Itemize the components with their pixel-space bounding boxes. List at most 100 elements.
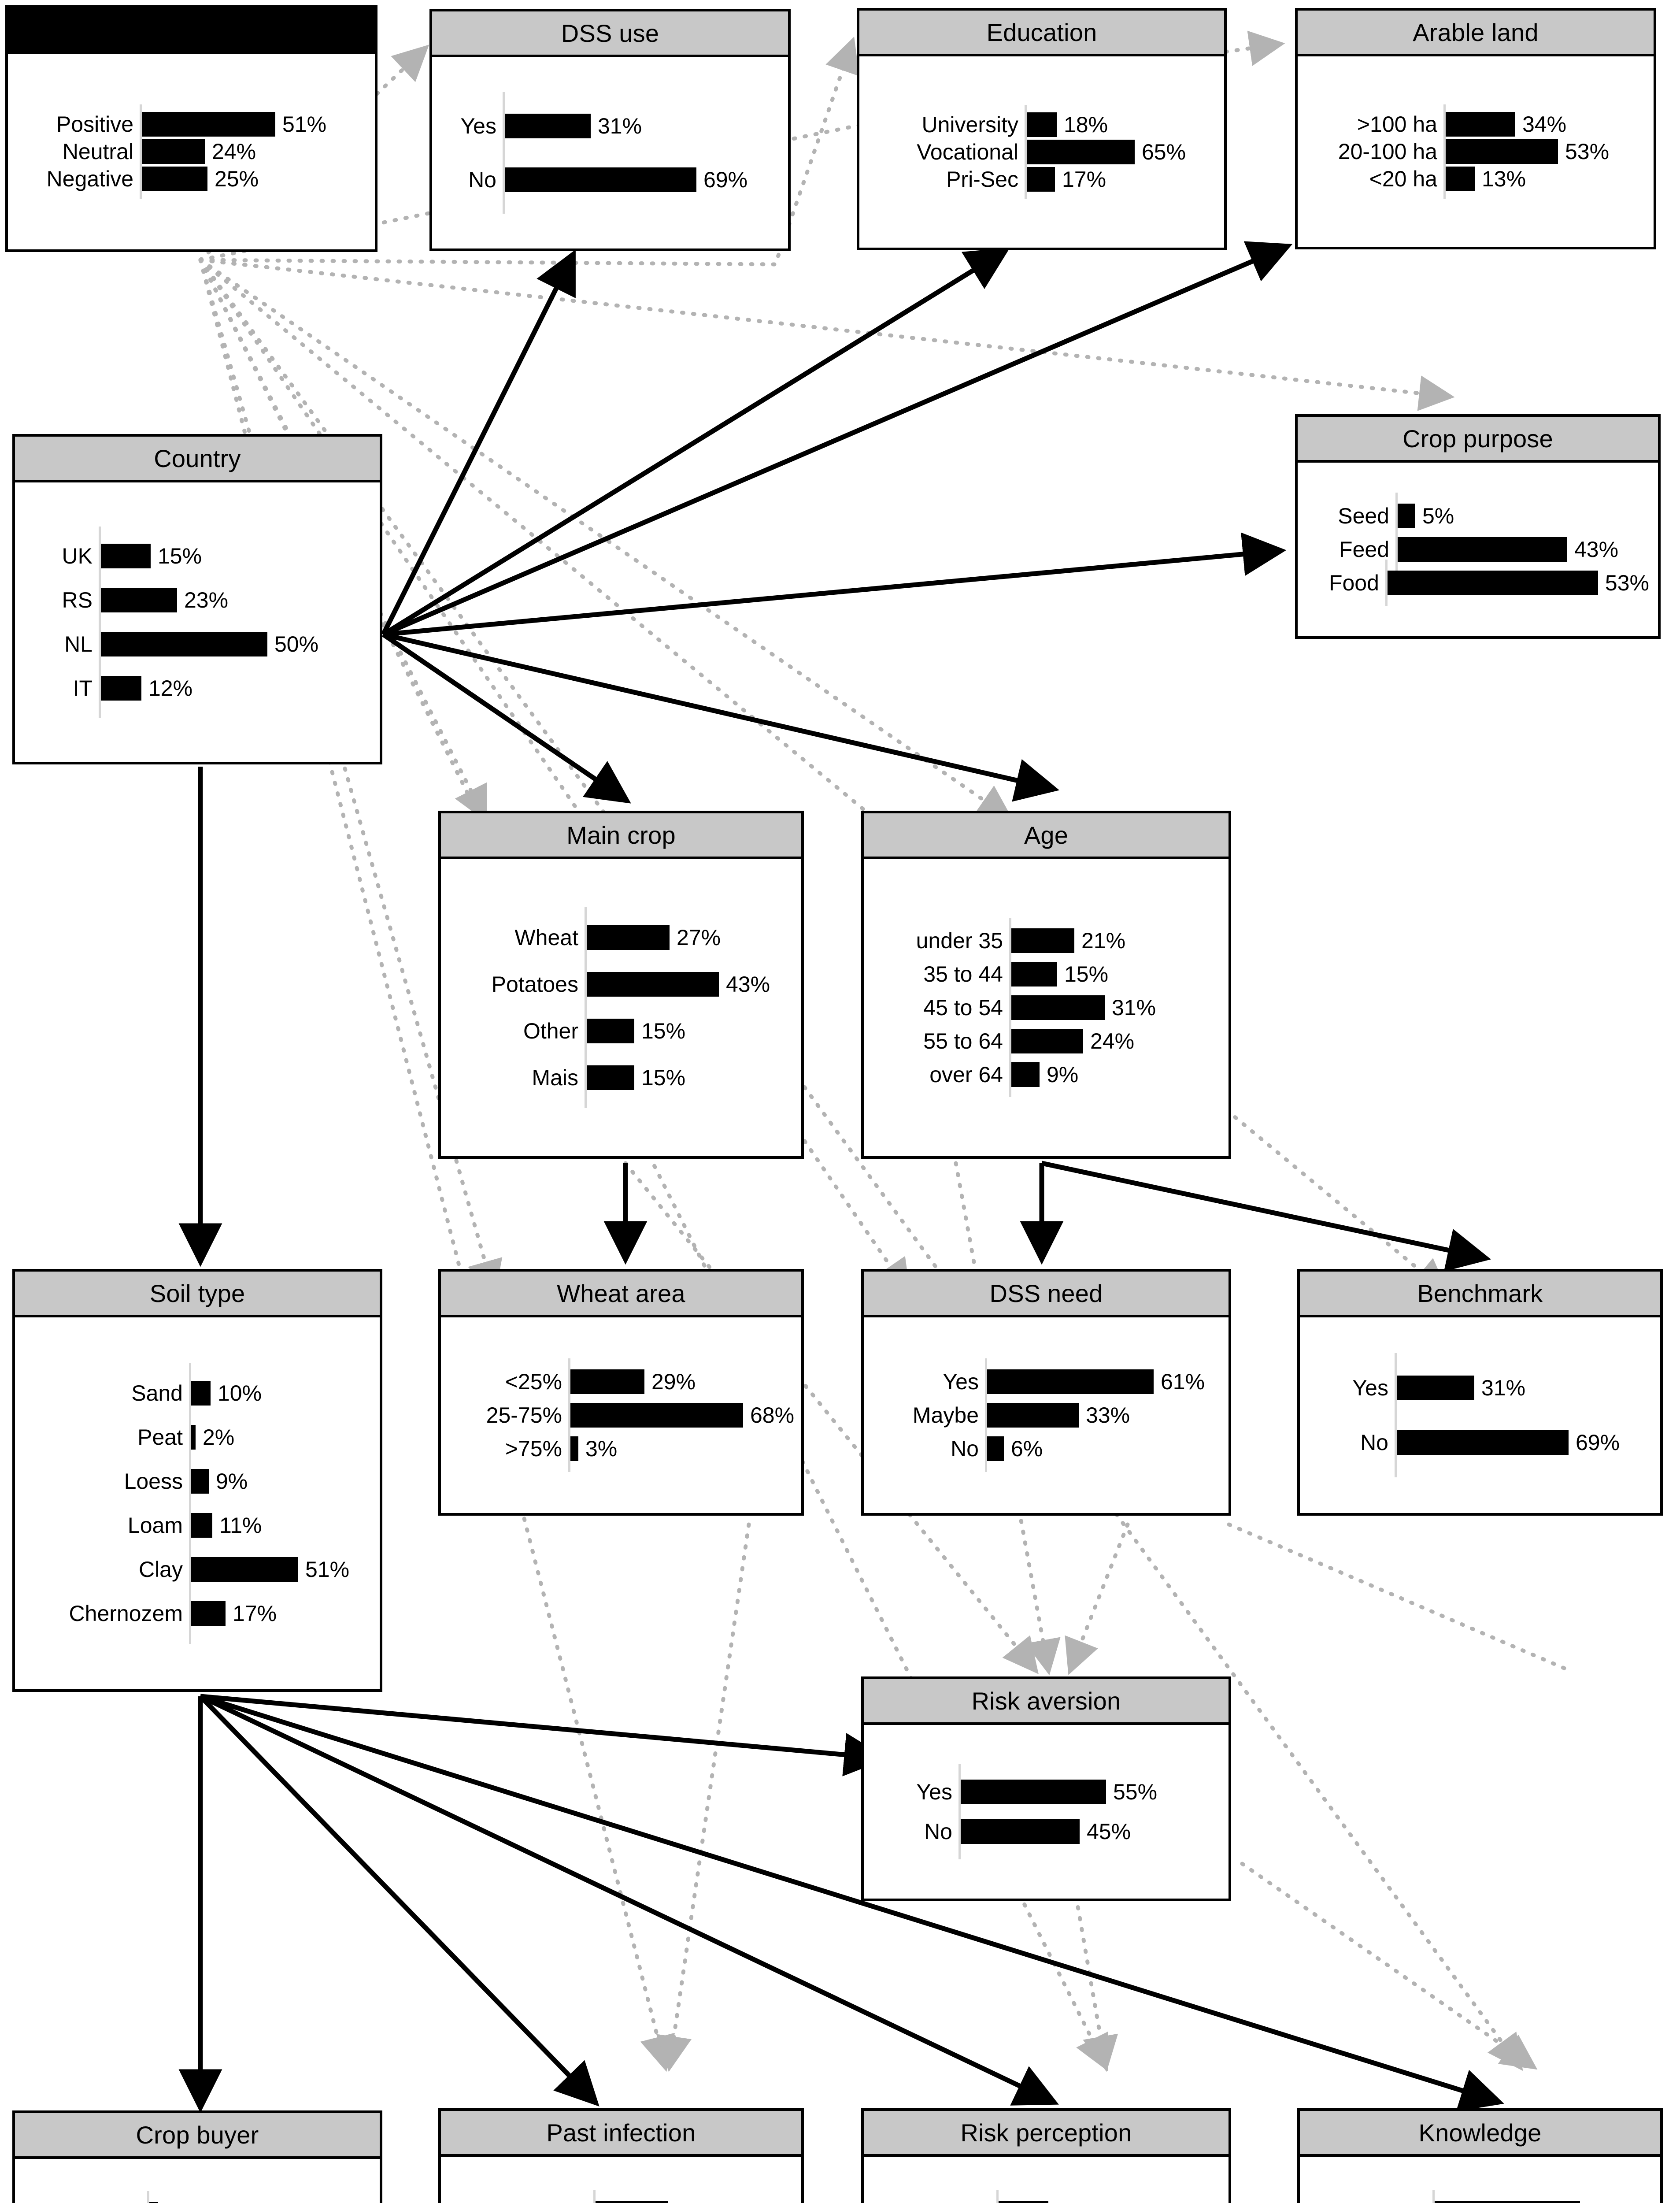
bar-track: 23% bbox=[99, 571, 371, 630]
bar-value: 12% bbox=[148, 676, 193, 701]
bar-value: 18% bbox=[1064, 112, 1108, 137]
node-title-risk-aversion: Risk aversion bbox=[864, 1679, 1229, 1725]
node-attitude[interactable]: Positive 51% Neutral 24% bbox=[5, 5, 377, 252]
bar-label: No bbox=[1360, 1430, 1388, 1455]
bar-label: High bbox=[875, 2201, 996, 2203]
bar-fill bbox=[1398, 504, 1415, 528]
bar-track: 12% bbox=[99, 659, 371, 718]
bar-label: 25-75% bbox=[486, 1403, 562, 1428]
bar-row: No 69% bbox=[445, 146, 779, 214]
bar-rows: Yes 61% Maybe 33% No bbox=[864, 1358, 1229, 1472]
bar-fill bbox=[505, 114, 591, 138]
bar-row: Yes 61% bbox=[877, 1358, 1222, 1405]
bar-value: 50% bbox=[274, 632, 319, 656]
bar-value: 27% bbox=[677, 925, 721, 950]
node-title-crop-purpose: Crop purpose bbox=[1298, 417, 1658, 463]
bar-label: Yes bbox=[943, 1369, 979, 1394]
node-title-arable-land: Arable land bbox=[1298, 11, 1654, 56]
bar-track: 33% bbox=[985, 1392, 1222, 1439]
node-education[interactable]: Education University 18% Vocational bbox=[857, 8, 1227, 250]
bar-value: 24% bbox=[212, 139, 256, 164]
node-body-education: University 18% Vocational 65% bbox=[859, 56, 1224, 248]
bar-value: 15% bbox=[1064, 962, 1109, 987]
node-risk-aversion[interactable]: Risk aversion Yes 55% No 45% bbox=[861, 1676, 1231, 1901]
bar-row: Negative 25% bbox=[19, 159, 366, 199]
axis-line bbox=[1443, 132, 1446, 171]
bar-fill bbox=[570, 1436, 578, 1461]
node-wheat-area[interactable]: Wheat area <25% 29% 25-75% 68% bbox=[438, 1269, 804, 1516]
bar-label: Clay bbox=[138, 1557, 183, 1582]
node-dss-use[interactable]: DSS use Yes 31% No 69% bbox=[429, 9, 791, 251]
axis-line bbox=[99, 571, 101, 630]
bar-label: RS bbox=[62, 588, 93, 612]
bar-rows: Yes 31% No 69% bbox=[1300, 1353, 1660, 1477]
bar-track: 15% bbox=[1009, 952, 1222, 997]
bar-fill bbox=[987, 1369, 1154, 1394]
bar-label: >75% bbox=[505, 1436, 562, 1461]
bar-label: 20-100 ha bbox=[1338, 139, 1437, 164]
bar-label: Other bbox=[523, 1019, 578, 1043]
bar-track: 43% bbox=[585, 954, 792, 1015]
bar-row: Potatoes 43% bbox=[457, 954, 792, 1015]
bar-label: No bbox=[468, 167, 496, 192]
bar-fill bbox=[149, 2202, 158, 2203]
bar-fill bbox=[101, 632, 267, 656]
bar-track: 2% bbox=[189, 1407, 374, 1468]
bar-rows: Sand 10% Peat 2% Loess bbox=[15, 1363, 380, 1644]
bar-value: 65% bbox=[1142, 140, 1186, 164]
bar-track: 27% bbox=[585, 907, 792, 968]
bar-value: 5% bbox=[1422, 504, 1454, 528]
bar-rows: High 15% Medium 42% Low bbox=[864, 2190, 1229, 2203]
bar-label: <20 ha bbox=[1369, 167, 1437, 191]
node-benchmark[interactable]: Benchmark Yes 31% No 69% bbox=[1297, 1269, 1663, 1516]
bar-value: 31% bbox=[598, 114, 642, 138]
node-risk-perception[interactable]: Risk perception High 15% Medium bbox=[861, 2108, 1231, 2203]
bar-label: Other bbox=[28, 2202, 147, 2203]
bar-fill bbox=[1027, 140, 1135, 164]
node-main-crop[interactable]: Main crop Wheat 27% Potatoes 43% bbox=[438, 811, 804, 1159]
bar-row: Clay 51% bbox=[19, 1539, 374, 1600]
bar-track: 51% bbox=[140, 104, 366, 144]
bar-row: 45 to 54 31% bbox=[877, 985, 1222, 1030]
bar-label: 55 to 64 bbox=[923, 1029, 1003, 1053]
bar-value: 15% bbox=[1055, 2201, 1099, 2203]
node-past-infection[interactable]: Past infection No 42% One year 4 bbox=[438, 2108, 804, 2203]
bar-track: 15% bbox=[996, 2190, 1222, 2203]
bar-value: 17% bbox=[1062, 167, 1106, 192]
node-country[interactable]: Country UK 15% RS 23% bbox=[12, 434, 382, 764]
bar-label: No bbox=[951, 1436, 979, 1461]
bar-fill bbox=[191, 1557, 298, 1582]
node-soil-type[interactable]: Soil type Sand 10% Peat 2% bbox=[12, 1269, 382, 1692]
bar-fill bbox=[101, 588, 177, 612]
node-title-age: Age bbox=[864, 813, 1229, 859]
bar-label: Sand bbox=[131, 1381, 183, 1406]
node-body-past-infection: No 42% One year 40% 2 to bbox=[441, 2157, 801, 2203]
bar-rows: Yes 55% No 45% bbox=[864, 1764, 1229, 1859]
bar-label: University bbox=[921, 112, 1018, 137]
node-dss-need[interactable]: DSS need Yes 61% Maybe 33% bbox=[861, 1269, 1231, 1516]
bar-label: No bbox=[924, 1819, 952, 1844]
bar-value: 55% bbox=[1113, 1780, 1158, 1804]
node-crop-buyer[interactable]: Crop buyer Other 6% Producer 6% bbox=[12, 2110, 382, 2203]
bar-row: No 6% bbox=[877, 1425, 1222, 1472]
bar-value: 9% bbox=[216, 1469, 248, 1494]
node-arable-land[interactable]: Arable land >100 ha 34% 20-100 ha bbox=[1295, 8, 1656, 249]
bar-value: 42% bbox=[675, 2201, 719, 2203]
bar-track: 15% bbox=[585, 1001, 792, 1061]
bar-fill bbox=[1027, 112, 1057, 137]
bar-row: Yes 31% bbox=[445, 92, 779, 160]
node-title-wheat-area: Wheat area bbox=[441, 1272, 801, 1317]
bar-label: Pri-Sec bbox=[946, 167, 1018, 192]
bar-fill bbox=[1011, 928, 1074, 953]
node-body-risk-perception: High 15% Medium 42% Low bbox=[864, 2157, 1229, 2203]
bar-value: 3% bbox=[585, 1436, 618, 1461]
node-knowledge[interactable]: Knowledge High 50% Medium 40% bbox=[1297, 2108, 1663, 2203]
bar-label: Peat bbox=[137, 1425, 183, 1450]
node-crop-purpose[interactable]: Crop purpose Seed 5% Feed 43% bbox=[1295, 414, 1661, 639]
bar-fill bbox=[1398, 537, 1567, 562]
bar-row: No 45% bbox=[877, 1804, 1222, 1859]
bar-value: 24% bbox=[1090, 1029, 1135, 1053]
axis-line bbox=[593, 2190, 596, 2203]
node-age[interactable]: Age under 35 21% 35 to 44 15% bbox=[861, 811, 1231, 1159]
